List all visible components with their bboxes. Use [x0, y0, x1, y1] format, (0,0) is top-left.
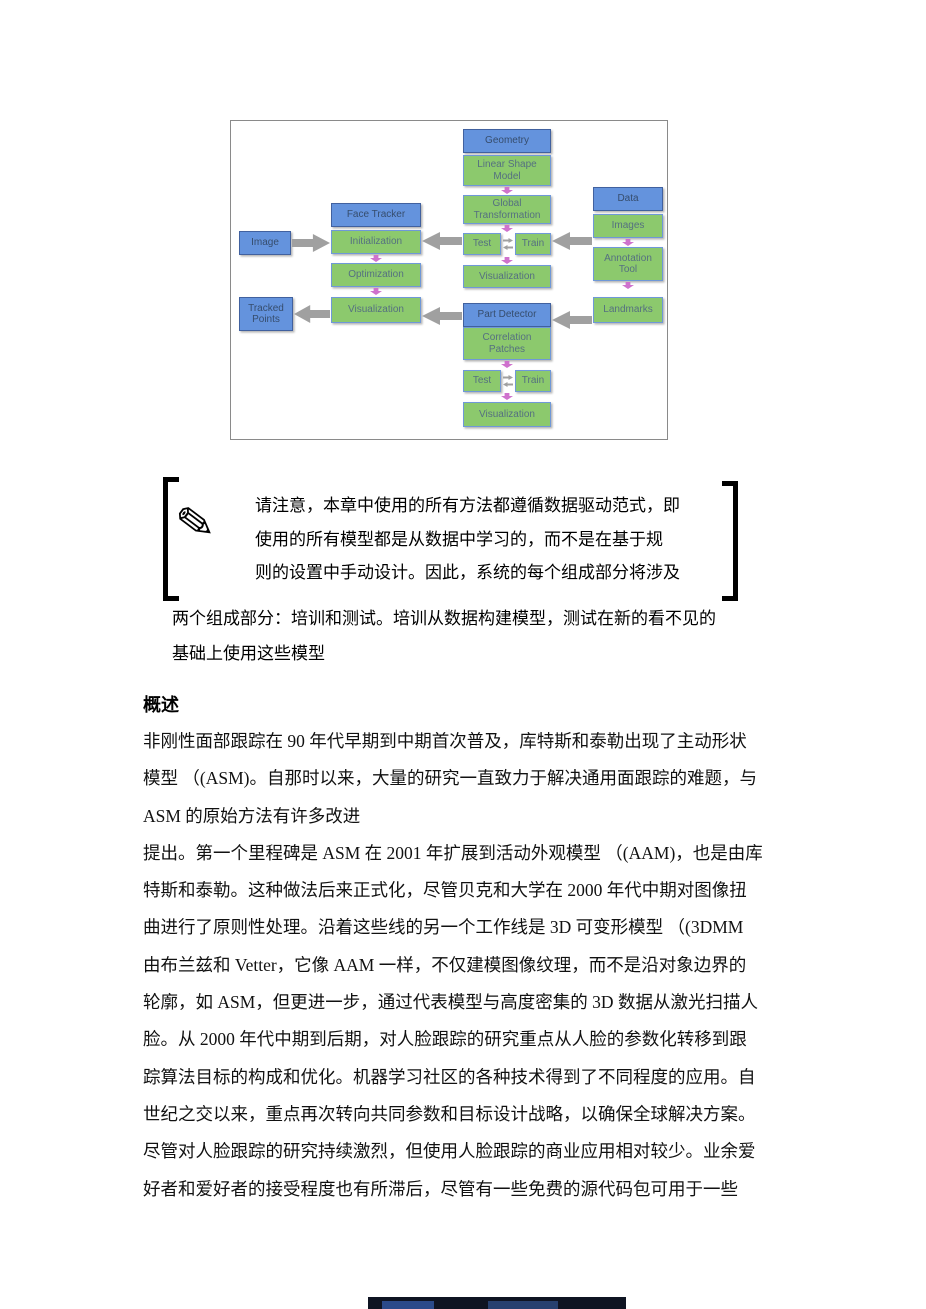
note-line: 则的设置中手动设计。因此，系统的每个组成部分将涉及: [255, 563, 680, 582]
global-transformation-box: Global Transformation: [463, 195, 551, 224]
note-bracket-right-icon: [722, 481, 738, 601]
body-line: 由布兰兹和 Vetter，它像 AAM 一样，不仅建模图像纹理，而不是沿对象边界…: [143, 954, 747, 975]
note-pencil-icon: ✎: [172, 493, 219, 553]
initialization-box: Initialization: [331, 230, 421, 254]
arrow-left-icon: [294, 305, 330, 323]
body-line: 特斯和泰勒。这种做法后来正式化，尽管贝克和大学在 2000 年代中期对图像扭: [143, 880, 747, 901]
images-box: Images: [593, 214, 663, 238]
correlation-patches-box: Correlation Patches: [463, 327, 551, 360]
note-line: 两个组成部分：培训和测试。培训从数据构建模型，测试在新的看不见的: [172, 609, 716, 628]
body-line: 提出。第一个里程碑是 ASM 在 2001 年扩展到活动外观模型 （(AAM)，…: [143, 842, 763, 863]
note-bracket-left-icon: [163, 477, 179, 601]
note-line: 基础上使用这些模型: [172, 644, 325, 663]
body-line: ASM 的原始方法有许多改进: [143, 805, 361, 826]
arrow-right-icon: [292, 234, 330, 252]
arrow-down-icon: [622, 282, 634, 289]
body-line: 世纪之交以来，重点再次转向共同参数和目标设计战略，以确保全球解决方案。: [143, 1103, 756, 1124]
exchange-arrow-right-icon: [503, 238, 513, 243]
linear-shape-model-box: Linear Shape Model: [463, 155, 551, 186]
pipeline-diagram: Geometry Linear Shape Model Global Trans…: [230, 120, 668, 440]
arrow-down-icon: [370, 255, 382, 262]
arrow-left-icon: [552, 232, 592, 250]
optimization-box: Optimization: [331, 263, 421, 287]
landmarks-box: Landmarks: [593, 297, 663, 323]
detector-visualization-box: Visualization: [463, 402, 551, 427]
arrow-down-icon: [622, 239, 634, 246]
geometry-train-box: Train: [515, 233, 551, 255]
section-heading: 概述: [143, 695, 179, 715]
strip-segment: [382, 1301, 434, 1309]
arrow-left-icon: [422, 232, 462, 250]
partial-figure-strip: [368, 1297, 626, 1309]
part-detector-title-box: Part Detector: [463, 303, 551, 327]
arrow-down-icon: [501, 393, 513, 400]
arrow-left-icon: [422, 307, 462, 325]
arrow-down-icon: [501, 187, 513, 194]
geometry-title-box: Geometry: [463, 129, 551, 153]
tracker-visualization-box: Visualization: [331, 297, 421, 323]
arrow-down-icon: [501, 225, 513, 232]
note-text: 请注意，本章中使用的所有方法都遵循数据驱动范式，即 使用的所有模型都是从数据中学…: [255, 489, 725, 590]
body-line: 脸。从 2000 年代中期到后期，对人脸跟踪的研究重点从人脸的参数化转移到跟: [143, 1029, 747, 1050]
strip-segment: [488, 1301, 558, 1309]
data-title-box: Data: [593, 187, 663, 211]
arrow-down-icon: [501, 257, 513, 264]
note-line: 使用的所有模型都是从数据中学习的，而不是在基于规: [255, 529, 663, 549]
arrow-down-icon: [370, 288, 382, 295]
body-line: 轮廓，如 ASM，但更进一步，通过代表模型与高度密集的 3D 数据从激光扫描人: [143, 992, 758, 1013]
geometry-visualization-box: Visualization: [463, 265, 551, 288]
body-line: 曲进行了原则性处理。沿着这些线的另一个工作线是 3D 可变形模型 （(3DMM: [143, 917, 744, 938]
overview-body: 非刚性面部跟踪在 90 年代早期到中期首次普及，库特斯和泰勒出现了主动形状 模型…: [143, 723, 795, 1208]
tracked-points-box: Tracked Points: [239, 297, 293, 331]
note-text-continuation: 两个组成部分：培训和测试。培训从数据构建模型，测试在新的看不见的 基础上使用这些…: [172, 601, 787, 671]
image-box: Image: [239, 231, 291, 255]
annotation-tool-box: Annotation Tool: [593, 247, 663, 281]
exchange-arrow-left-icon: [503, 245, 513, 250]
body-line: 模型 （(ASM)。自那时以来，大量的研究一直致力于解决通用面跟踪的难题，与: [143, 768, 757, 789]
detector-train-box: Train: [515, 370, 551, 392]
body-line: 尽管对人脸跟踪的研究持续激烈，但使用人脸跟踪的商业应用相对较少。业余爱: [143, 1141, 756, 1162]
detector-test-box: Test: [463, 370, 501, 392]
arrow-left-icon: [552, 311, 592, 329]
note-line: 请注意，本章中使用的所有方法都遵循数据驱动范式，即: [255, 496, 680, 515]
body-line: 非刚性面部跟踪在 90 年代早期到中期首次普及，库特斯和泰勒出现了主动形状: [143, 731, 747, 751]
arrow-down-icon: [501, 361, 513, 368]
exchange-arrow-left-icon: [503, 382, 513, 387]
exchange-arrow-right-icon: [503, 375, 513, 380]
geometry-test-box: Test: [463, 233, 501, 255]
body-line: 好者和爱好者的接受程度也有所滞后，尽管有一些免费的源代码包可用于一些: [143, 1178, 738, 1199]
face-tracker-title-box: Face Tracker: [331, 203, 421, 227]
body-line: 踪算法目标的构成和优化。机器学习社区的各种技术得到了不同程度的应用。自: [143, 1066, 756, 1087]
